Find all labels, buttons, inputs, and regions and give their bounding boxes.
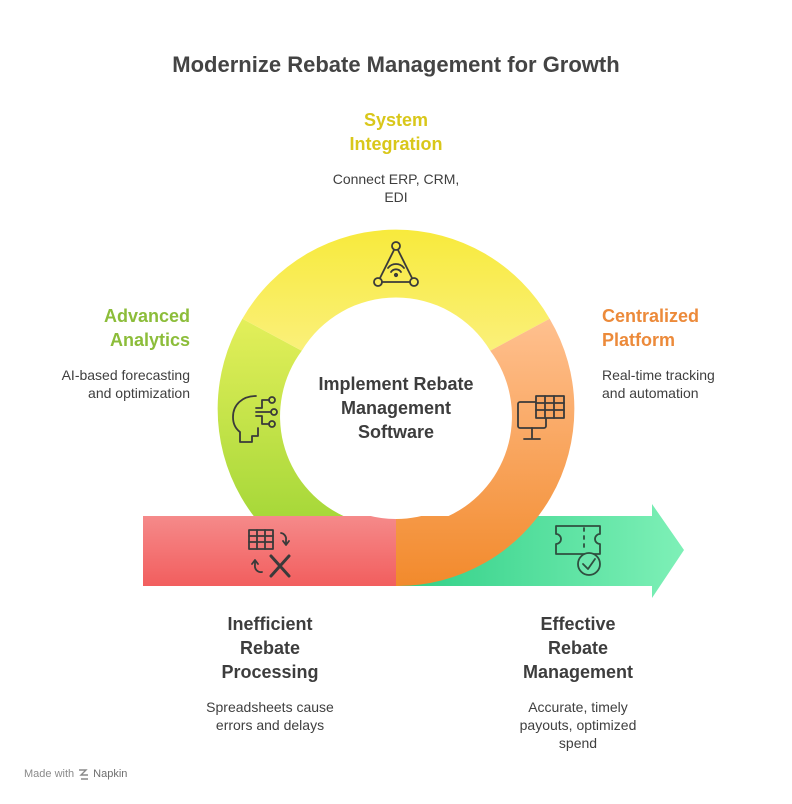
center-label: Implement Rebate Management Software [318,374,474,442]
advanced-analytics-heading: Advanced Analytics [103,306,190,350]
centralized-platform-block: Centralized Platform Real-time tracking … [602,304,772,402]
footer-brand: Napkin [93,768,128,780]
diagram-title: Modernize Rebate Management for Growth [172,52,620,77]
ring-segment-platform [396,318,575,587]
inefficient-processing-heading: Inefficient Rebate Processing [221,614,319,682]
ai-head-icon [232,395,278,443]
system-integration-heading: System Integration [349,110,443,154]
centralized-platform-heading: Centralized Platform [602,306,700,350]
ring-segment-integration [242,229,550,351]
system-integration-block: System Integration Connect ERP, CRM, EDI [296,108,496,206]
inefficient-processing-desc: Spreadsheets cause errors and delays [206,699,334,733]
napkin-logo-icon [79,768,89,780]
network-triangle-icon [373,241,419,287]
effective-management-heading: Effective Rebate Management [522,614,634,682]
inefficient-processing-block: Inefficient Rebate Processing Spreadshee… [170,612,370,734]
advanced-analytics-block: Advanced Analytics AI-based forecasting … [20,304,190,402]
centralized-platform-desc: Real-time tracking and automation [602,367,715,401]
spreadsheet-error-icon [248,529,291,578]
ticket-check-icon [555,525,601,576]
footer: Made with Napkin [24,768,127,780]
effective-management-block: Effective Rebate Management Accurate, ti… [478,612,678,752]
footer-made-with: Made with [24,768,75,780]
advanced-analytics-desc: AI-based forecasting and optimization [61,367,190,401]
monitor-spreadsheet-icon [517,395,565,440]
effective-management-desc: Accurate, timely payouts, optimized spen… [519,699,637,751]
inefficient-bar [143,516,396,586]
system-integration-desc: Connect ERP, CRM, EDI [332,171,460,205]
center-circle [286,299,506,519]
